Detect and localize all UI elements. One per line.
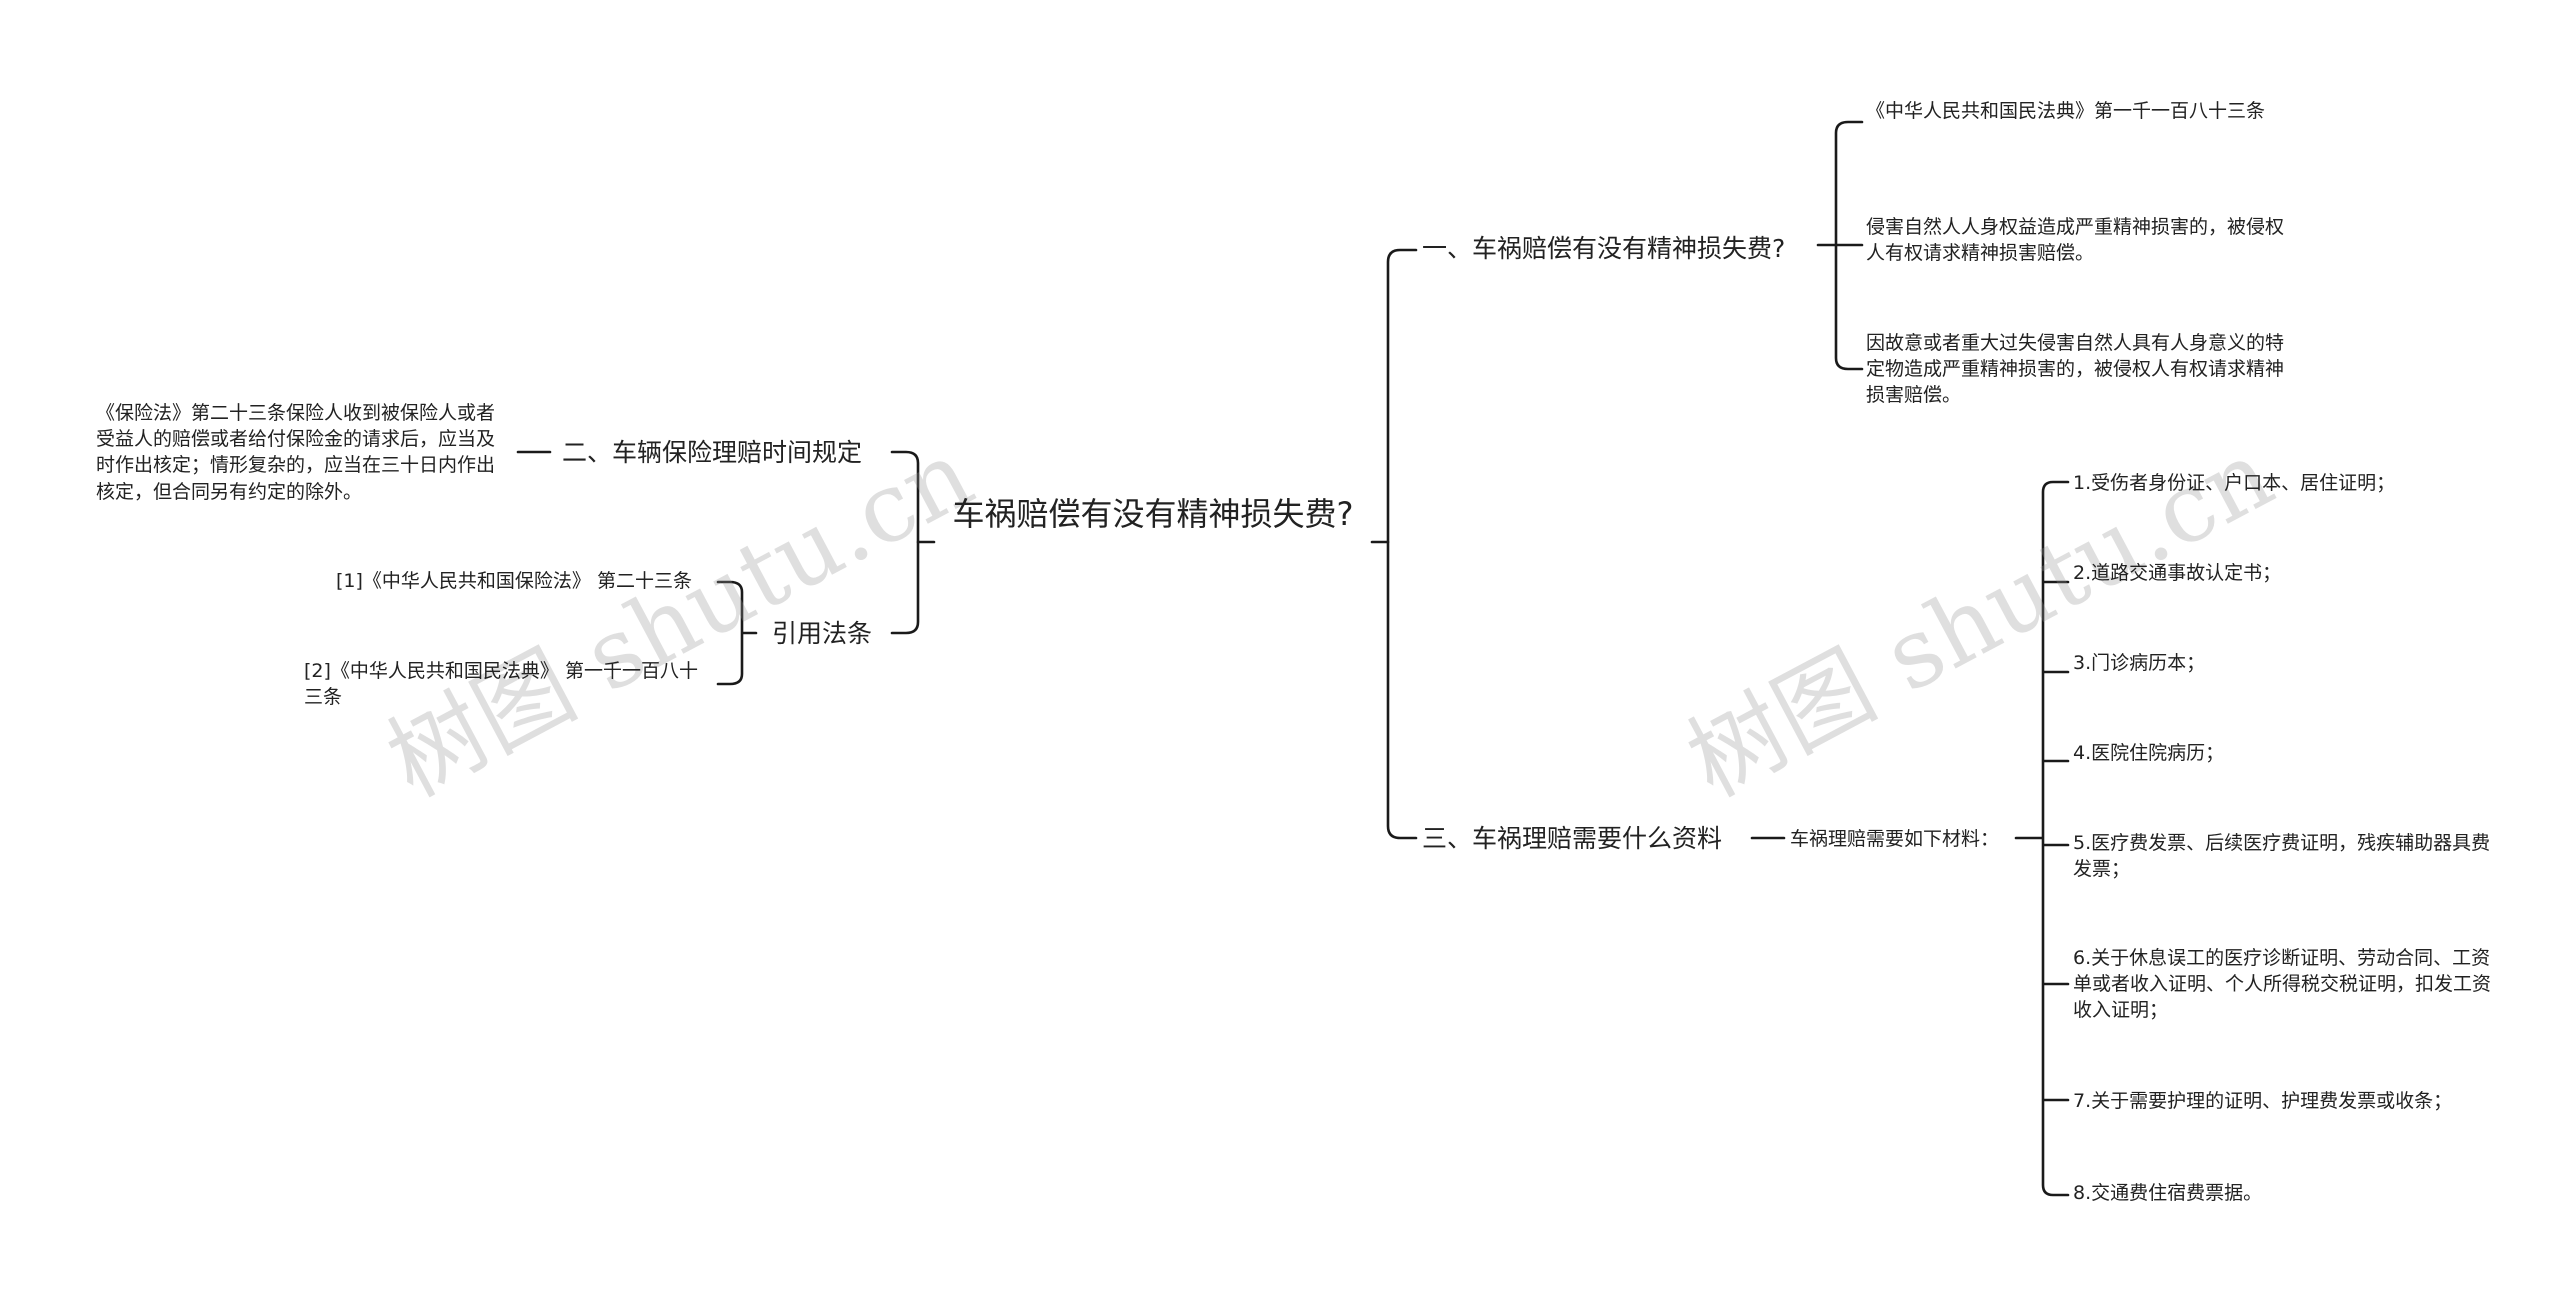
- branch-4-title[interactable]: 引用法条: [772, 619, 873, 648]
- branch-2-title[interactable]: 二、车辆保险理赔时间规定: [562, 438, 863, 467]
- branch-3-item-1[interactable]: 1.受伤者身份证、户口本、居住证明；: [2073, 472, 2396, 494]
- branch-3-mid[interactable]: 车祸理赔需要如下材料：: [1790, 828, 2000, 850]
- branch-3-title[interactable]: 三、车祸理赔需要什么资料: [1422, 824, 1723, 853]
- branch-3-item-4[interactable]: 4.医院住院病历；: [2073, 742, 2225, 764]
- bracket-left-main: [890, 450, 920, 635]
- branch-1-item-2[interactable]: 侵害自然人人身权益造成严重精神损害的，被侵权人有权请求精神损害赔偿。: [1866, 216, 2285, 265]
- branch-3-item-3[interactable]: 3.门诊病历本；: [2073, 652, 2206, 674]
- branch-4-item-1[interactable]: [1]《中华人民共和国保险法》 第二十三条: [336, 570, 692, 592]
- branch-3-item-5[interactable]: 5.医疗费发票、后续医疗费证明，残疾辅助器具费发票；: [2073, 832, 2491, 881]
- bracket-branch1: [1816, 120, 1864, 371]
- branch-1-item-1[interactable]: 《中华人民共和国民法典》第一千一百八十三条: [1866, 100, 2266, 122]
- branch-3-item-2[interactable]: 2.道路交通事故认定书；: [2073, 562, 2282, 584]
- bracket-branch4: [716, 580, 758, 686]
- bracket-right-main: [1386, 248, 1418, 840]
- branch-3-item-7[interactable]: 7.关于需要护理的证明、护理费发票或收条；: [2073, 1090, 2453, 1112]
- branch-3-item-6[interactable]: 6.关于休息误工的医疗诊断证明、劳动合同、工资单或者收入证明、个人所得税交税证明…: [2073, 947, 2492, 1022]
- bracket-branch3: [2014, 480, 2070, 1197]
- branch-3-item-8[interactable]: 8.交通费住宿费票据。: [2073, 1182, 2263, 1204]
- root-topic[interactable]: 车祸赔偿有没有精神损失费?: [952, 495, 1354, 533]
- branch-2-item[interactable]: 《保险法》第二十三条保险人收到被保险人或者受益人的赔偿或者给付保险金的请求后，应…: [96, 402, 496, 503]
- branch-4-item-2[interactable]: [2]《中华人民共和国民法典》 第一千一百八十三条: [304, 660, 698, 709]
- branch-1-item-3[interactable]: 因故意或者重大过失侵害自然人具有人身意义的特定物造成严重精神损害的，被侵权人有权…: [1866, 332, 2285, 407]
- branch-1-title[interactable]: 一、车祸赔偿有没有精神损失费?: [1422, 234, 1786, 263]
